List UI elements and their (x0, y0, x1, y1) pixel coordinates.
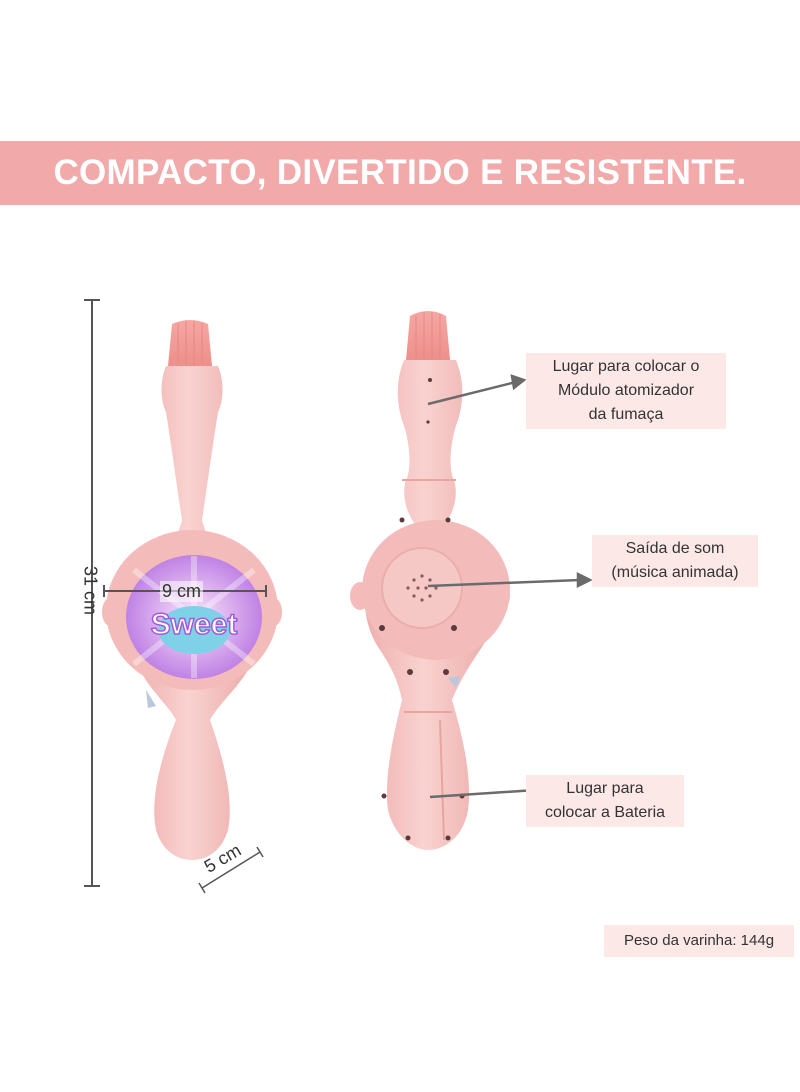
dimension-lines (84, 299, 267, 894)
wand-back (350, 311, 510, 850)
sticker-text: Sweet (151, 608, 238, 641)
atomizer-callout: Lugar para colocar o Módulo atomizador d… (526, 353, 726, 429)
callout-arrows (427, 374, 593, 799)
length-dimension: 31 cm (80, 565, 101, 616)
speaker-grille (381, 547, 463, 629)
banner-title: COMPACTO, DIVERTIDO E RESISTENTE. (53, 153, 747, 192)
width-dimension: 9 cm (160, 581, 204, 602)
wand-front: Sweet (102, 320, 282, 860)
sound-callout: Saída de som (música animada) (592, 535, 758, 587)
weight-label: Peso da varinha: 144g (604, 925, 794, 957)
title-banner: COMPACTO, DIVERTIDO E RESISTENTE. (0, 141, 800, 205)
battery-callout: Lugar para colocar a Bateria (526, 775, 684, 827)
